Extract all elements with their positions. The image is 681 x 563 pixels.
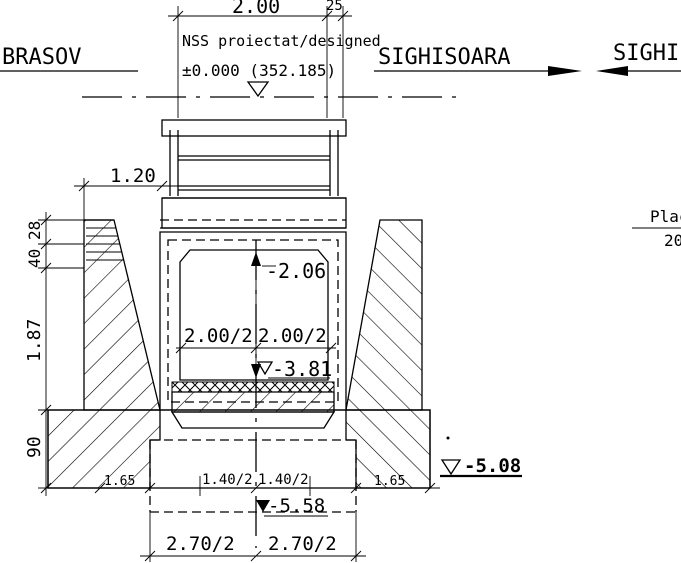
dim-tick-165-right-end (424, 482, 436, 494)
dim-half-270-right: 2.70/2 (268, 533, 337, 555)
lower-footing-dashed (149, 439, 357, 513)
direction-label-right: SIGHISOARA (378, 45, 510, 70)
dim-tick-200-mid (250, 342, 262, 354)
dim-tick-top-right (337, 10, 349, 22)
side-note-line1: Plac (650, 207, 681, 226)
invert-crosshatch (171, 381, 335, 393)
nss-label-line2: ±0.000 (352.185) (182, 61, 336, 80)
dim-left-ext-lines (38, 214, 84, 494)
left-layer-steps (84, 219, 124, 261)
level-inner-bottom-marker (256, 361, 274, 376)
dim-half-200-right: 2.00/2 (258, 325, 327, 347)
dim-tick-165-right-start (350, 482, 362, 494)
dim-left-40: 40 (25, 249, 44, 268)
dim-left-90: 90 (24, 436, 45, 458)
dim-half-270-left: 2.70/2 (166, 533, 235, 555)
inner-height-arrow-bottom (251, 364, 261, 378)
dim-left-187: 1.87 (24, 319, 45, 362)
direction-arrow-right (548, 66, 582, 76)
upper-frame (161, 119, 347, 229)
dim-tick-270-left (144, 550, 156, 562)
dim-tick-200-right (325, 342, 337, 354)
level-inner-bottom: -3.81 (272, 357, 332, 381)
dim-tick-270-mid (250, 550, 262, 562)
dim-shoulder-120: 1.20 (110, 165, 156, 187)
culvert-box (159, 219, 347, 411)
level-foundation-bottom: -5.58 (268, 495, 325, 517)
invert-slab (171, 391, 335, 413)
dim-half-200-left: 2.00/2 (184, 325, 253, 347)
side-note-line2: 20 (664, 231, 681, 250)
direction-arrow-left (596, 66, 628, 76)
dim-tick-top-mid (321, 10, 333, 22)
dim-tick-165-left-start (94, 482, 106, 494)
inner-height-arrow-top (251, 252, 261, 266)
level-reference-dot (446, 436, 450, 440)
level-foundation-top-marker (440, 459, 462, 476)
level-foundation-bottom-marker (256, 500, 270, 512)
dim-tick-120-left (78, 180, 90, 192)
dim-tick-270-right (350, 550, 362, 562)
dim-half-140-left: 1.40/2 (202, 472, 253, 488)
direction-label-far-right: SIGHI (613, 41, 679, 66)
nss-level-marker (246, 81, 270, 98)
direction-label-left: BRASOV (2, 45, 81, 70)
left-embankment (83, 219, 161, 411)
level-inner-top: -2.06 (266, 259, 326, 283)
dim-tick-200-left (175, 342, 187, 354)
nss-label-line1: NSS proiectat/designed (182, 32, 381, 50)
right-embankment (345, 219, 423, 411)
dim-bottom-165-left: 1.65 (104, 474, 135, 489)
dim-half-140-right: 1.40/2 (258, 472, 309, 488)
dim-tick-140-mid (250, 482, 262, 494)
dim-left-28: 28 (25, 221, 44, 240)
dim-top-width: 2.00 (232, 0, 280, 18)
dim-tick-165-left-end (144, 482, 156, 494)
dim-top-side: 25 (326, 0, 343, 14)
invert-channel (170, 411, 336, 429)
level-foundation-top: -5.08 (464, 455, 521, 477)
dim-bottom-165-right: 1.65 (374, 474, 405, 489)
dim-tick-top-left (172, 10, 184, 22)
dim-tick-120-right (156, 180, 168, 192)
